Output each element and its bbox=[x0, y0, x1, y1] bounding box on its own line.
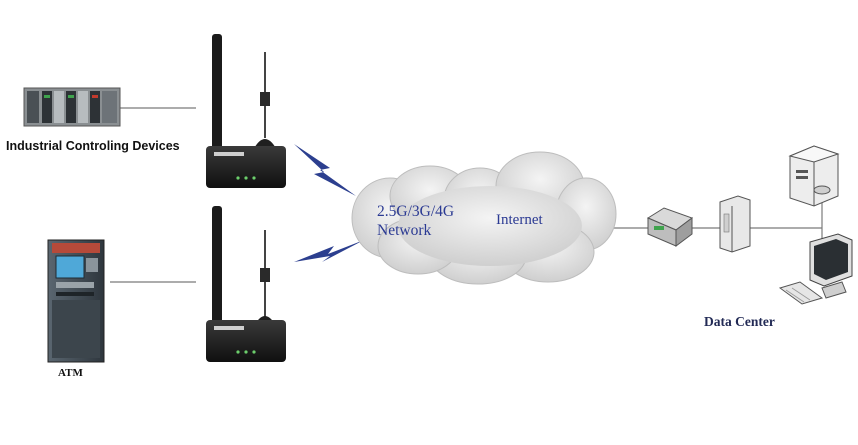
switch-icon bbox=[646, 207, 694, 247]
lightning-icon bbox=[294, 144, 356, 196]
label-industrial-devices: Industrial Controling Devices bbox=[6, 139, 180, 153]
plc-rack-icon bbox=[23, 87, 121, 127]
router-icon bbox=[206, 34, 286, 188]
connection-lines bbox=[110, 107, 823, 283]
atm-machine-icon bbox=[47, 239, 105, 363]
label-data-center: Data Center bbox=[704, 314, 775, 329]
firewall-icon bbox=[719, 195, 751, 253]
router-icon bbox=[206, 206, 286, 362]
label-network-line2: Network bbox=[377, 222, 432, 239]
server-icon bbox=[788, 145, 840, 207]
label-internet: Internet bbox=[496, 212, 543, 228]
label-network: 2.5G/3G/4G Network bbox=[377, 202, 454, 240]
lightning-icon bbox=[294, 240, 364, 262]
label-atm: ATM bbox=[58, 367, 83, 379]
keyboard-icon bbox=[778, 281, 824, 305]
label-network-line1: 2.5G/3G/4G bbox=[377, 203, 455, 220]
monitor-icon bbox=[809, 233, 853, 299]
cloud-icon bbox=[351, 151, 617, 285]
